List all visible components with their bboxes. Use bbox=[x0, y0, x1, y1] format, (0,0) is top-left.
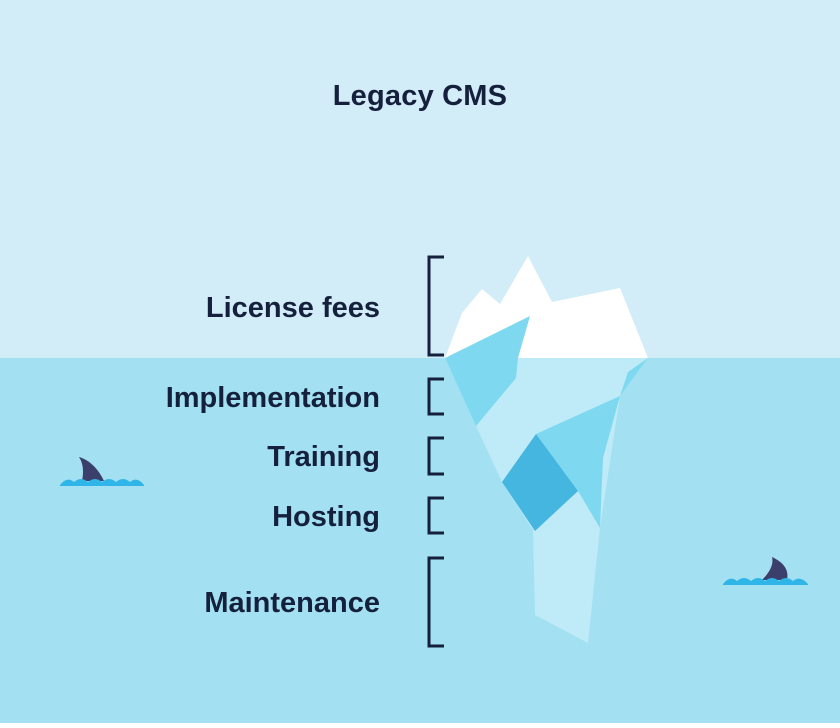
bracket-training bbox=[427, 436, 444, 476]
bracket-maintenance bbox=[427, 556, 444, 648]
label-license-fees: License fees bbox=[205, 292, 380, 324]
iceberg-tip bbox=[445, 256, 648, 358]
bracket-hosting bbox=[427, 496, 444, 535]
bracket-implementation bbox=[427, 377, 444, 416]
sky-background bbox=[0, 0, 840, 358]
label-implementation: Implementation bbox=[165, 382, 380, 414]
iceberg-underwater bbox=[445, 358, 648, 643]
label-hosting: Hosting bbox=[272, 501, 380, 533]
bracket-license-fees bbox=[427, 255, 444, 357]
diagram-title: Legacy CMS bbox=[332, 80, 508, 112]
brackets bbox=[427, 255, 444, 648]
water-background bbox=[0, 358, 840, 723]
shark-fin-icon bbox=[723, 557, 808, 585]
shark-fin-icon bbox=[60, 457, 144, 486]
label-training: Training bbox=[267, 441, 380, 473]
label-maintenance: Maintenance bbox=[204, 587, 380, 619]
